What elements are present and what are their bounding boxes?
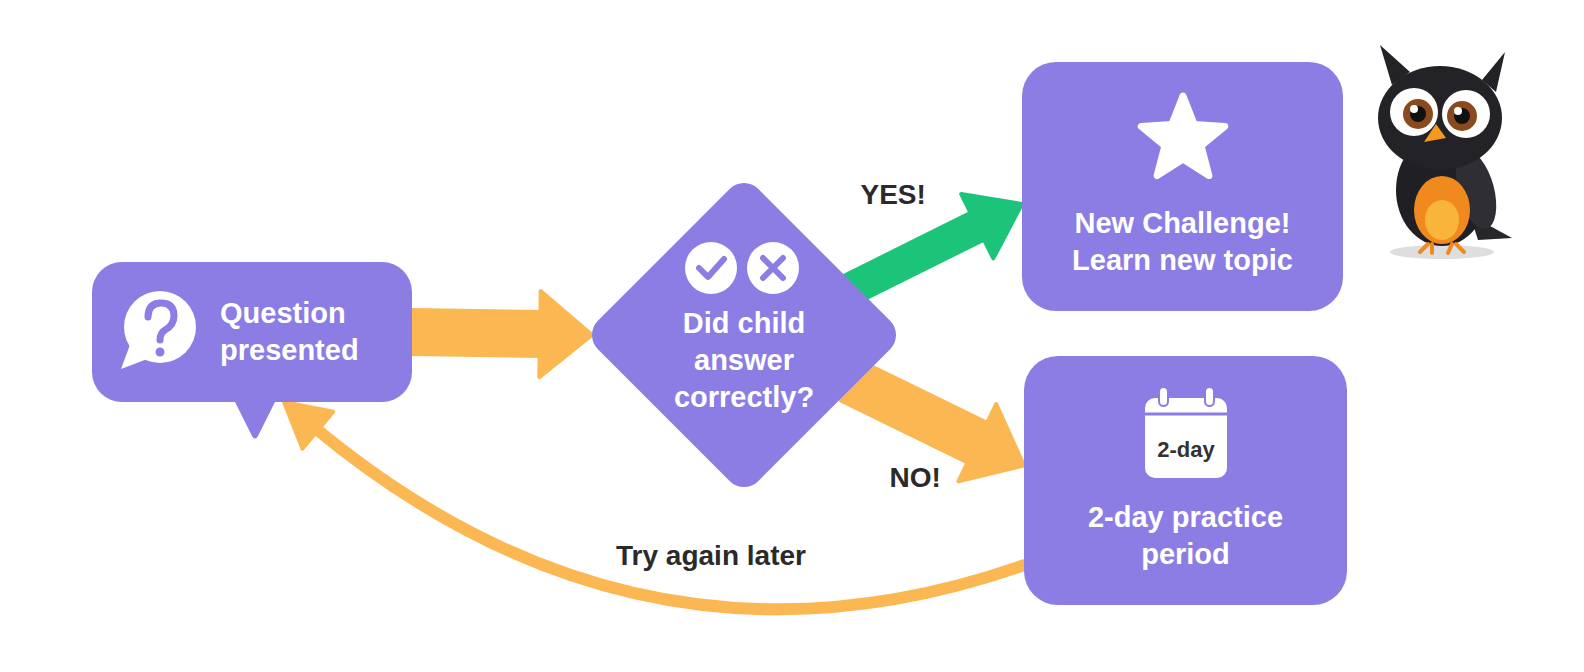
block-arrow bbox=[844, 194, 1022, 303]
text-wrap: Question presented bbox=[220, 295, 405, 369]
owl-shadow bbox=[1390, 245, 1494, 259]
node-text: 2-day practice period bbox=[1061, 499, 1311, 573]
bubble-tail-shape bbox=[233, 398, 277, 439]
text-wrap: 2-day bbox=[1145, 437, 1227, 463]
flow-arrow bbox=[844, 194, 1022, 303]
owl-eye bbox=[1390, 88, 1438, 136]
question-bubble: Question presented bbox=[92, 262, 412, 402]
node-text: Question presented bbox=[220, 295, 405, 369]
owl-iris bbox=[1447, 101, 1477, 131]
process-box: 2-day practice period 2-day bbox=[1024, 356, 1347, 605]
owl-tuft bbox=[1380, 45, 1410, 85]
node-text: Did child answer correctly? bbox=[655, 305, 833, 416]
edge-label: NO! bbox=[890, 461, 941, 495]
owl-pupil bbox=[1454, 108, 1470, 124]
bubble-tail bbox=[230, 398, 280, 442]
owl-chest bbox=[1414, 176, 1470, 244]
text-wrap: 2-day practice period bbox=[1024, 499, 1347, 573]
owl-eye-shine bbox=[1454, 107, 1462, 115]
decision-diamond: Did child answer correctly? bbox=[592, 183, 896, 487]
text-wrap: New Challenge! Learn new topic bbox=[1022, 205, 1343, 279]
block-arrow bbox=[412, 291, 592, 377]
owl-tuft bbox=[1482, 52, 1505, 92]
owl-beak bbox=[1424, 124, 1446, 142]
owl-eye bbox=[1442, 90, 1490, 138]
owl-tail bbox=[1470, 215, 1512, 240]
owl-wing bbox=[1448, 147, 1503, 234]
text-wrap: Did child answer correctly? bbox=[592, 305, 896, 416]
arrow-head bbox=[284, 402, 333, 449]
edge-label: YES! bbox=[861, 178, 926, 212]
curved-arrow-line bbox=[311, 425, 1024, 610]
owl-iris bbox=[1403, 99, 1433, 129]
node-text: 2-day bbox=[1145, 437, 1227, 463]
flow-arrow bbox=[284, 402, 1024, 609]
calendar-icon: 2-day bbox=[1145, 398, 1227, 478]
edge-label: Try again later bbox=[616, 539, 806, 573]
owl-body bbox=[1396, 134, 1488, 246]
process-box: New Challenge! Learn new topic bbox=[1022, 62, 1343, 311]
owl-eye-shine bbox=[1410, 105, 1418, 113]
flow-arrow bbox=[412, 291, 592, 377]
owl-head bbox=[1378, 66, 1502, 170]
owl-mascot bbox=[1378, 45, 1512, 259]
diamond-shape bbox=[612, 203, 876, 467]
owl-feet bbox=[1420, 244, 1464, 253]
owl-pupil bbox=[1410, 106, 1426, 122]
owl-chest-light bbox=[1425, 200, 1459, 240]
node-text: New Challenge! Learn new topic bbox=[1040, 205, 1325, 279]
